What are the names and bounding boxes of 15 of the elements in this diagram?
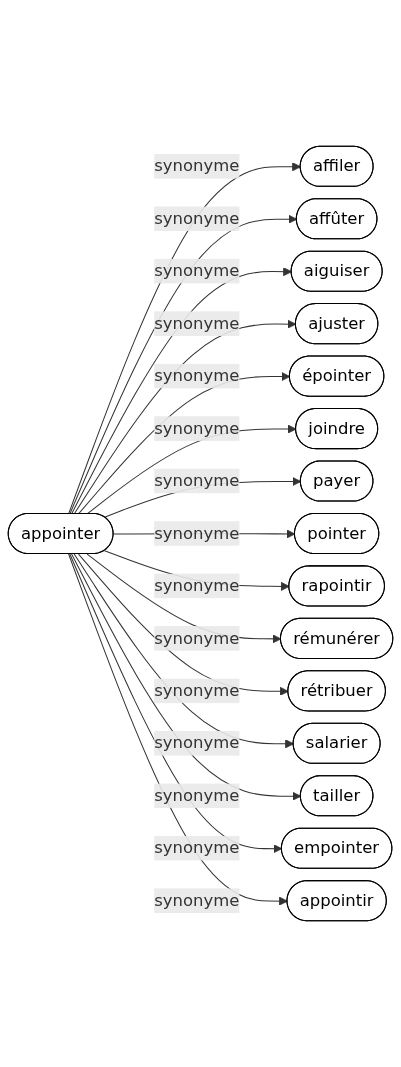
edge-label: synonyme: [154, 313, 240, 333]
edge-label: synonyme: [154, 418, 240, 438]
edge-label: synonyme: [154, 365, 240, 386]
edge-label: synonyme: [154, 680, 240, 701]
edge-label: synonyme: [154, 733, 240, 753]
edge-label: synonyme: [154, 628, 240, 648]
edge-label: synonyme: [154, 470, 240, 491]
edge-label: synonyme: [154, 208, 240, 229]
edge-label: synonyme: [154, 260, 240, 281]
edge-label: synonyme: [154, 575, 240, 596]
edge-label: synonyme: [154, 837, 240, 858]
edge-label: synonyme: [154, 156, 240, 176]
edge-label: synonyme: [154, 523, 240, 543]
edge-label: synonyme: [154, 785, 240, 806]
edge-label: synonyme: [154, 890, 240, 910]
